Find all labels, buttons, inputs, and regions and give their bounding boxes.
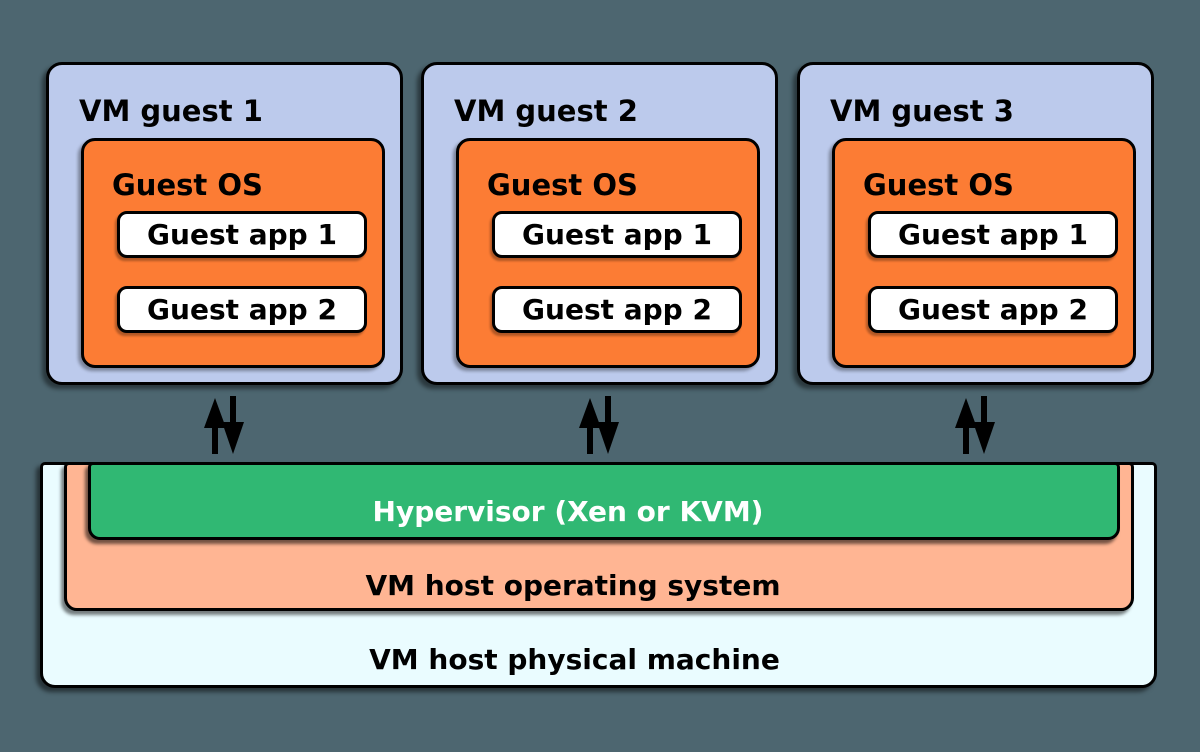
guest-app-2-box: Guest app 2 (492, 286, 742, 333)
guest-app-1-label: Guest app 1 (522, 218, 712, 251)
arrow-up-icon (955, 398, 977, 454)
vm-guest-1-box: VM guest 1 Guest OS Guest app 1 Guest ap… (46, 62, 403, 385)
guest-app-2-box: Guest app 2 (117, 286, 367, 333)
guest-app-2-label: Guest app 2 (147, 293, 337, 326)
guest-app-1-box: Guest app 1 (117, 211, 367, 258)
guest-os-label: Guest OS (487, 168, 638, 202)
guest-app-1-box: Guest app 1 (492, 211, 742, 258)
guest-app-1-label: Guest app 1 (147, 218, 337, 251)
arrow-down-icon (973, 396, 995, 454)
guest1-host-io-arrows-icon (204, 396, 244, 454)
vm-host-physical-machine-label: VM host physical machine (369, 643, 780, 676)
vm-guest-3-guest-os-box: Guest OS Guest app 1 Guest app 2 (832, 138, 1136, 368)
vm-guest-2-box: VM guest 2 Guest OS Guest app 1 Guest ap… (421, 62, 778, 385)
guest-os-label: Guest OS (112, 168, 263, 202)
guest3-host-io-arrows-icon (955, 396, 995, 454)
vm-guest-2-title: VM guest 2 (454, 94, 638, 128)
vm-guest-2-guest-os-box: Guest OS Guest app 1 Guest app 2 (456, 138, 760, 368)
vm-host-operating-system-label: VM host operating system (365, 569, 781, 602)
arrow-down-icon (222, 396, 244, 454)
vm-guest-1-title: VM guest 1 (79, 94, 263, 128)
guest-app-2-label: Guest app 2 (522, 293, 712, 326)
vm-guest-3-title: VM guest 3 (830, 94, 1014, 128)
arrow-up-icon (204, 398, 226, 454)
hypervisor-box (88, 462, 1120, 540)
vm-guest-1-guest-os-box: Guest OS Guest app 1 Guest app 2 (81, 138, 385, 368)
hypervisor-label: Hypervisor (Xen or KVM) (372, 495, 764, 528)
guest2-host-io-arrows-icon (579, 396, 619, 454)
guest-app-1-box: Guest app 1 (868, 211, 1118, 258)
guest-app-1-label: Guest app 1 (898, 218, 1088, 251)
arrow-down-icon (597, 396, 619, 454)
arrow-up-icon (579, 398, 601, 454)
guest-app-2-label: Guest app 2 (898, 293, 1088, 326)
guest-os-label: Guest OS (863, 168, 1014, 202)
vm-guest-3-box: VM guest 3 Guest OS Guest app 1 Guest ap… (797, 62, 1154, 385)
guest-app-2-box: Guest app 2 (868, 286, 1118, 333)
